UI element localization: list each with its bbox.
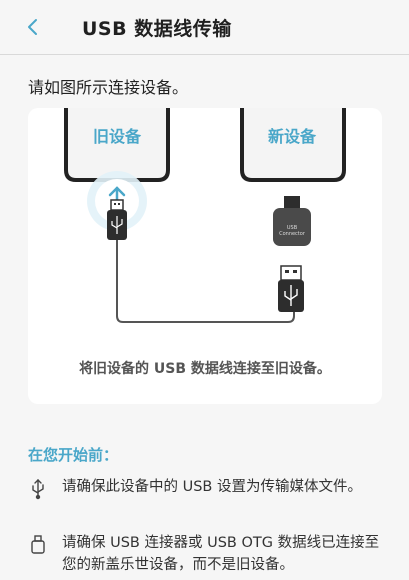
illustration-card: 旧设备 新设备 USB Connector 将旧设备的 USB 数据线连接至旧设… — [28, 108, 382, 404]
new-device-label: 新设备 — [268, 127, 317, 146]
usb-connector-adapter — [273, 196, 311, 246]
instruction-text: 请如图所示连接设备。 — [28, 78, 189, 97]
usb-connector-label: USB Connector — [279, 225, 305, 237]
old-device-label: 旧设备 — [93, 127, 142, 146]
before-start-title: 在您开始前： — [28, 446, 119, 464]
usb-icon — [32, 479, 44, 500]
tip-text: 请确保 USB 连接器或 USB OTG 数据线已连接至您的新盖乐世设备，而不是… — [62, 535, 380, 573]
tip-text: 请确保此设备中的 USB 设置为传输媒体文件。 — [62, 479, 362, 495]
tip-item-usb-setting: 请确保此设备中的 USB 设置为传输媒体文件。 — [28, 476, 388, 520]
back-button[interactable] — [18, 12, 48, 42]
tip-item-connector: 请确保 USB 连接器或 USB OTG 数据线已连接至您的新盖乐世设备，而不是… — [28, 532, 388, 576]
usb-cable — [116, 240, 295, 323]
page-title: USB 数据线传输 — [82, 18, 232, 40]
connector-icon — [31, 535, 45, 554]
new-device-cable-plug — [278, 265, 304, 312]
chevron-left-icon — [28, 19, 37, 35]
old-device-cable-plug — [107, 199, 127, 240]
connection-diagram — [64, 108, 346, 323]
diagram-caption: 将旧设备的 USB 数据线连接至旧设备。 — [79, 361, 331, 377]
app-header: USB 数据线传输 — [0, 0, 409, 55]
new-device-phone — [240, 108, 346, 182]
